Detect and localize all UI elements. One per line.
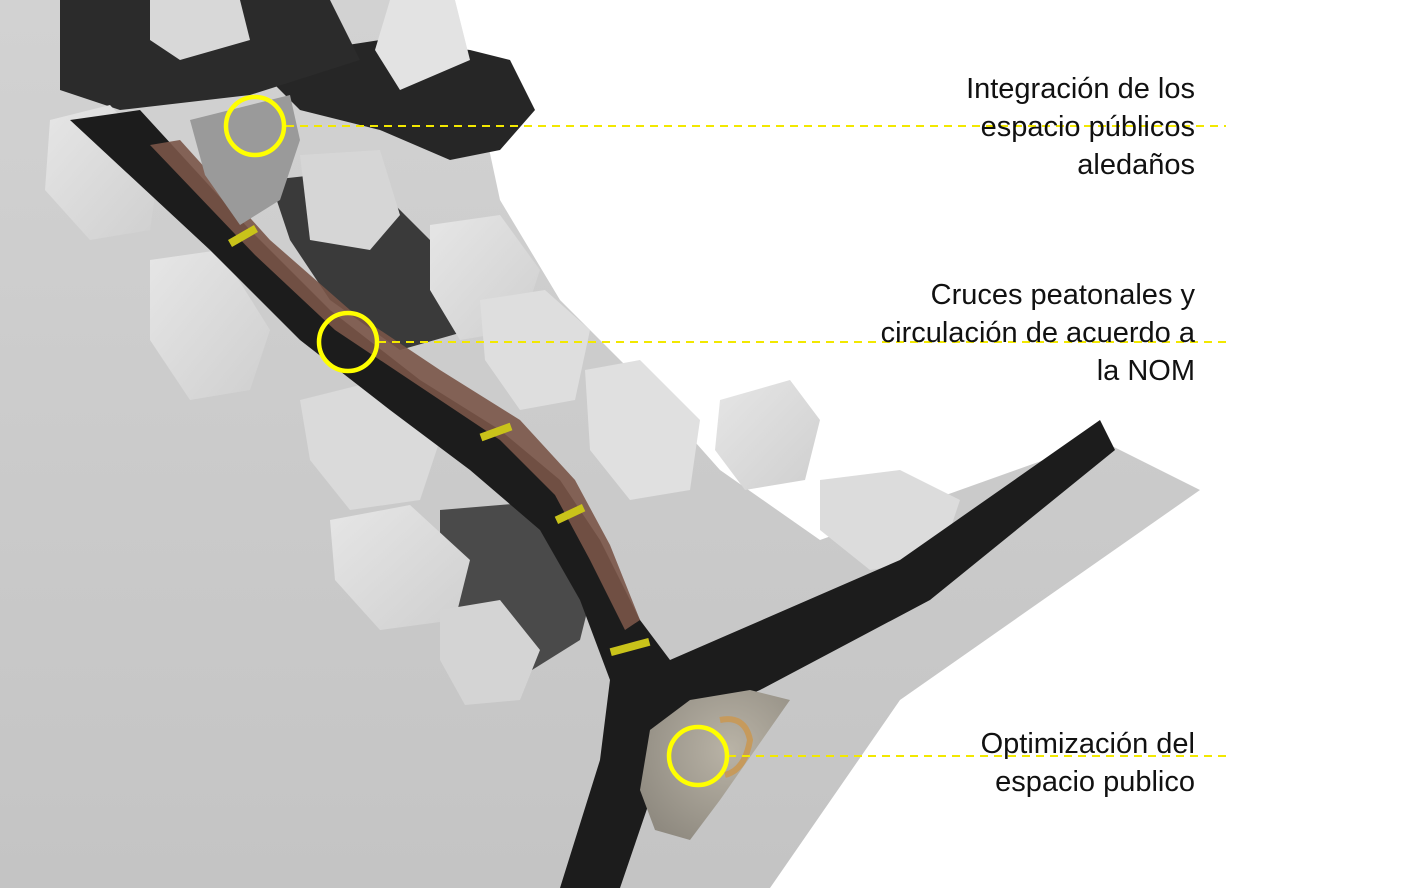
- building-6: [480, 290, 590, 410]
- building-2: [375, 0, 470, 90]
- shadow-mass-north: [60, 0, 360, 110]
- building-4: [300, 150, 400, 250]
- building-11: [715, 380, 820, 490]
- annotation-integracion: Integración de los espacio públicos aled…: [775, 70, 1195, 184]
- annotation-line: circulación de acuerdo a: [880, 317, 1195, 349]
- plaza-track: [719, 716, 754, 778]
- annotation-line: Integración de los: [966, 73, 1195, 105]
- annotation-line: la NOM: [1096, 355, 1195, 387]
- annotation-line: espacio publico: [995, 766, 1195, 798]
- plaza: [640, 690, 790, 840]
- crosswalk-1: [228, 225, 258, 247]
- main-road: [70, 110, 1115, 888]
- highlight-circle-3: [666, 724, 730, 788]
- annotation-line: Cruces peatonales y: [930, 279, 1195, 311]
- walkway-paving: [150, 140, 640, 630]
- building-7: [150, 250, 270, 400]
- highlight-circle-2: [316, 310, 380, 374]
- crosswalk-3: [554, 504, 586, 524]
- building-1: [150, 0, 250, 60]
- north-plaza: [190, 95, 300, 225]
- building-10: [585, 360, 700, 500]
- building-9: [330, 505, 470, 630]
- annotation-line: espacio públicos: [980, 111, 1195, 143]
- highlight-circle-1: [223, 94, 287, 158]
- building-13: [440, 600, 540, 705]
- annotation-line: Optimización del: [980, 728, 1195, 760]
- annotation-cruces: Cruces peatonales y circulación de acuer…: [775, 276, 1195, 390]
- annotation-line: aledaños: [1077, 149, 1195, 181]
- crosswalk-2: [479, 422, 513, 442]
- crosswalk-4: [609, 637, 651, 657]
- annotation-optimizacion: Optimización del espacio publico: [775, 725, 1195, 801]
